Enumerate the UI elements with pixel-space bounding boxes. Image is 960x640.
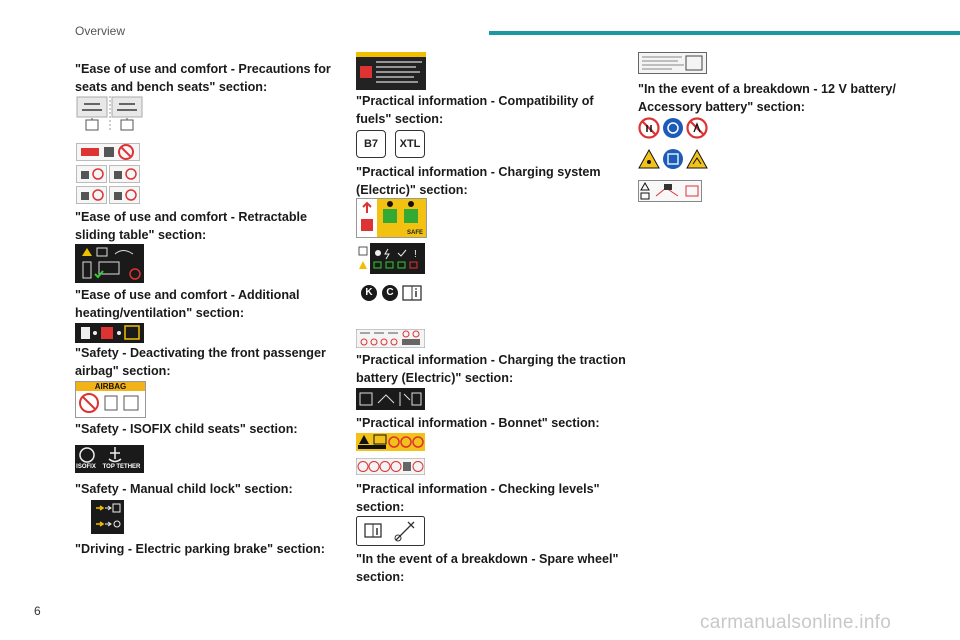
heating-label-icon	[75, 323, 144, 343]
retractable-table-label-icon	[75, 244, 144, 283]
svg-text:!: !	[414, 249, 417, 260]
section-fuel-compatibility: "Practical information - Compatibility o…	[356, 94, 594, 126]
battery-hazard-icons	[638, 148, 708, 169]
fuel-b7-icon: B7	[356, 130, 386, 158]
charging-status-label-icon: !	[356, 243, 425, 274]
airbag-label-text: AIRBAG	[76, 382, 145, 391]
section-parking-brake: "Driving - Electric parking brake" secti…	[75, 542, 325, 556]
manual-book-icon	[402, 285, 422, 301]
watermark: carmanualsonline.info	[700, 612, 892, 633]
seat-precaution-label-icon	[76, 96, 143, 132]
child-lock-label-icon	[91, 500, 124, 534]
isofix-label-icon: ISOFIX TOP TETHER	[75, 445, 144, 473]
section-retractable-table: "Ease of use and comfort - Retractable s…	[75, 210, 308, 242]
section-spare-wheel: "In the event of a breakdown - Spare whe…	[356, 552, 619, 584]
section-charging-traction-battery: "Practical information - Charging the tr…	[356, 353, 626, 385]
fuel-xtl-icon: XTL	[395, 130, 425, 158]
section-charging-system: "Practical information - Charging system…	[356, 165, 601, 197]
section-airbag: "Safety - Deactivating the front passeng…	[75, 346, 326, 378]
seat-child-label-2-icon	[76, 186, 140, 204]
battery-jumpstart-label-icon	[638, 180, 702, 202]
seat-warning-label-icon	[76, 143, 140, 161]
section-heating-ventilation: "Ease of use and comfort - Additional he…	[75, 288, 300, 320]
top-tether-text: TOP TETHER	[102, 464, 141, 470]
page-number: 6	[34, 604, 41, 618]
section-checking-levels: "Practical information - Checking levels…	[356, 482, 600, 514]
battery-info-label-icon	[638, 52, 707, 74]
checking-levels-label-icon	[356, 516, 425, 546]
seat-child-label-icon	[76, 165, 140, 183]
header-accent-bar	[489, 31, 960, 35]
section-isofix: "Safety - ISOFIX child seats" section:	[75, 422, 298, 436]
charging-system-label-icon: SAFE	[356, 198, 427, 238]
safe-text: SAFE	[406, 230, 423, 236]
header-title: Overview	[75, 24, 126, 38]
airbag-label-icon: AIRBAG	[75, 381, 146, 418]
traction-battery-label-icon	[356, 388, 425, 410]
section-12v-battery: "In the event of a breakdown - 12 V batt…	[638, 82, 896, 114]
section-bonnet: "Practical information - Bonnet" section…	[356, 416, 600, 430]
bonnet-warning-label-icon	[356, 433, 425, 451]
bonnet-prohibition-label-icon	[356, 458, 425, 475]
battery-prohibition-icons	[638, 117, 708, 139]
charging-battery-label-icon	[356, 329, 425, 348]
isofix-text: ISOFIX	[76, 464, 96, 470]
fuel-compatibility-label-icon	[356, 52, 426, 90]
section-seats-precautions: "Ease of use and comfort - Precautions f…	[75, 62, 331, 94]
c-icon: C	[382, 285, 398, 301]
k-icon: K	[361, 285, 377, 301]
section-child-lock: "Safety - Manual child lock" section:	[75, 482, 293, 496]
